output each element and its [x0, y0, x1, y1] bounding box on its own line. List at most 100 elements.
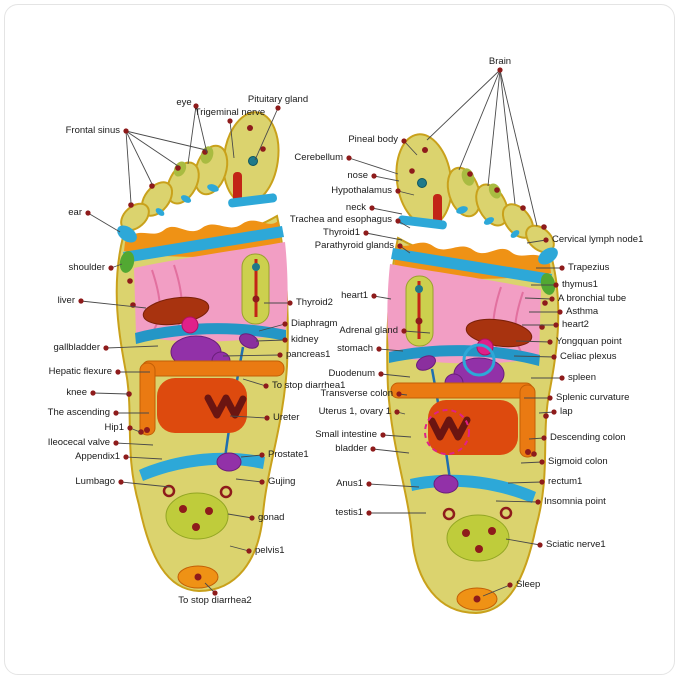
label-dot-brain	[497, 67, 503, 73]
label-dot-neck	[369, 205, 375, 211]
label-lumbago: Lumbago	[75, 476, 115, 487]
label-dot-eye	[193, 103, 199, 109]
leader-line-celiac-plexus	[513, 355, 555, 358]
label-gallbladder: gallbladder	[53, 342, 100, 353]
label-stomach: stomach	[337, 343, 373, 354]
label-to-stop-diarrhea2: To stop diarrhea2	[178, 595, 252, 606]
leader-line-sleep	[482, 584, 511, 597]
label-sciatic-nerve1: Sciatic nerve1	[546, 539, 606, 550]
label-dot-heart2	[553, 322, 559, 328]
label-dot-to-stop-diarrhea1	[263, 383, 269, 389]
label-knee: knee	[66, 387, 87, 398]
leader-line-pelvis1	[229, 545, 250, 552]
label-pituitary-gland: Pituitary gland	[247, 94, 309, 105]
leader-line-liver	[80, 300, 147, 309]
label-splenic-curvature: Splenic curvature	[556, 392, 630, 403]
label-dot-duodenum	[378, 371, 384, 377]
label-dot-thyroid2	[287, 300, 293, 306]
label-prostate1: Prostate1	[268, 449, 309, 460]
label-dot-a-bronchial-tube	[549, 296, 555, 302]
label-dot-uterus1-ovary1	[394, 409, 400, 415]
uterus-ovary-dashed-zone	[424, 409, 470, 455]
label-hypothalamus: Hypothalamus	[331, 185, 392, 196]
label-heart2: heart2	[562, 319, 589, 330]
leader-line-ileocecal-valve	[115, 442, 154, 446]
label-small-intestine: Small intestine	[315, 429, 377, 440]
leader-line-frontal-sinus	[125, 130, 153, 185]
label-dot-bladder	[370, 446, 376, 452]
label-rectum1: rectum1	[548, 476, 583, 487]
label-dot-nose	[371, 173, 377, 179]
label-dot-parathyroid-glands	[397, 243, 403, 249]
label-insomnia-point: Insomnia point	[544, 496, 606, 507]
label-dot-pelvis1	[246, 548, 252, 554]
leader-line-bladder	[372, 448, 410, 454]
label-dot-ear	[85, 210, 91, 216]
leader-line-sigmoid-colon	[520, 461, 543, 464]
label-a-bronchial-tube: A bronchial tube	[558, 293, 627, 304]
label-dot-sciatic-nerve1	[537, 542, 543, 548]
label-dot-cervical-lymph-node1	[543, 237, 549, 243]
leader-line-insomnia-point	[495, 500, 539, 503]
leader-line-small-intestine	[382, 434, 412, 438]
leader-line-brain	[426, 69, 501, 141]
label-dot-knee	[90, 390, 96, 396]
label-dot-small-intestine	[380, 432, 386, 438]
label-dot-descending-colon	[541, 435, 547, 441]
leader-line-cervical-lymph-node1	[526, 239, 547, 244]
label-brain: Brain	[488, 56, 512, 67]
label-dot-ileocecal-valve	[113, 440, 119, 446]
label-celiac-plexus: Celiac plexus	[560, 351, 617, 362]
label-lap: lap	[560, 406, 573, 417]
label-heart1: heart1	[341, 290, 368, 301]
label-dot-pineal-body	[401, 138, 407, 144]
leader-line-brain	[499, 69, 538, 227]
label-dot-spleen	[559, 375, 565, 381]
label-dot-stomach	[376, 346, 382, 352]
label-cervical-lymph-node1: Cervical lymph node1	[552, 234, 644, 245]
label-dot-to-stop-diarrhea2	[212, 590, 218, 596]
label-dot-pituitary-gland	[275, 105, 281, 111]
label-dot-liver	[78, 298, 84, 304]
label-dot-prostate1	[259, 452, 265, 458]
label-testis1: testis1	[335, 507, 363, 518]
label-trapezius: Trapezius	[568, 262, 610, 273]
leader-line-trigeminal-nerve	[229, 120, 235, 159]
leader-line-yongquan-point	[515, 340, 551, 343]
leader-line-nose	[373, 175, 400, 182]
leader-line-prostate1	[240, 454, 263, 458]
label-trachea-and-esophagus: Trachea and esophagus	[289, 214, 392, 225]
leader-line-pineal-body	[403, 140, 418, 156]
label-dot-hypothalamus	[395, 188, 401, 194]
leader-line-cerebellum	[348, 157, 399, 175]
label-dot-rectum1	[539, 479, 545, 485]
label-hip1: Hip1	[104, 422, 124, 433]
label-dot-shoulder	[108, 265, 114, 271]
label-ureter: Ureter	[273, 412, 300, 423]
label-dot-anus1	[366, 481, 372, 487]
leader-line-duodenum	[380, 373, 411, 378]
label-asthma: Asthma	[566, 306, 599, 317]
label-yongquan-point: Yongquan point	[556, 336, 622, 347]
label-dot-appendix1	[123, 454, 129, 460]
right-foot-group	[387, 131, 561, 613]
label-dot-lumbago	[118, 479, 124, 485]
label-hepatic-flexure: Hepatic flexure	[48, 366, 112, 377]
label-nose: nose	[347, 170, 368, 181]
label-dot-sigmoid-colon	[539, 459, 545, 465]
label-dot-insomnia-point	[535, 499, 541, 505]
label-parathyroid-glands: Parathyroid glands	[314, 240, 394, 251]
leader-line-knee	[92, 392, 129, 395]
leader-line-rectum1	[507, 481, 543, 484]
label-thyroid2: Thyroid2	[296, 297, 333, 308]
label-dot-asthma	[557, 309, 563, 315]
label-dot-testis1	[366, 510, 372, 516]
leader-line-gujing	[235, 478, 263, 483]
leader-line-adrenal-gland	[403, 330, 431, 334]
leader-line-brain	[458, 69, 501, 171]
leader-line-ureter	[229, 415, 268, 419]
label-ileocecal-valve: Ileocecal valve	[47, 437, 110, 448]
leader-lines-layer	[78, 67, 565, 597]
label-eye: eye	[176, 97, 192, 108]
leader-line-appendix1	[125, 456, 163, 460]
